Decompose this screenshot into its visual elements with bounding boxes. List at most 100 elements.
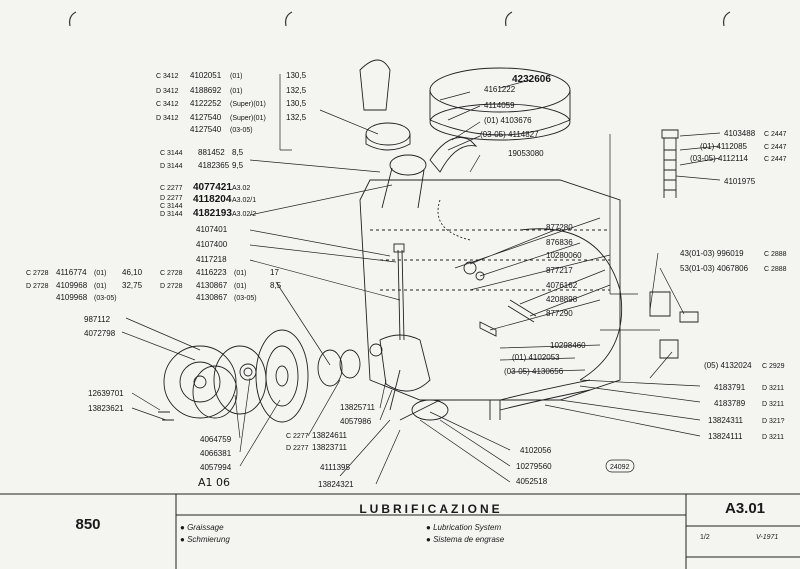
svg-text:4130867: 4130867 <box>196 293 228 302</box>
svg-text:130,5: 130,5 <box>286 99 307 108</box>
svg-text:4109968: 4109968 <box>56 281 88 290</box>
svg-text:4127540: 4127540 <box>190 125 222 134</box>
svg-text:C 3144: C 3144 <box>160 150 183 157</box>
svg-text:4066381: 4066381 <box>200 449 232 458</box>
svg-text:4188692: 4188692 <box>190 86 222 95</box>
svg-text:C 3144: C 3144 <box>160 203 183 210</box>
svg-text:17: 17 <box>270 268 279 277</box>
svg-text:4077421: 4077421 <box>193 182 232 193</box>
callouts-bottom-mid: 13825711 4057986 C 2277 13824611 D 2277 … <box>286 403 376 489</box>
svg-text:C 2277: C 2277 <box>286 433 309 440</box>
svg-text:13823711: 13823711 <box>312 443 348 452</box>
svg-text:4127540: 4127540 <box>190 113 222 122</box>
svg-text:D 3211: D 3211 <box>762 434 784 441</box>
callout-group-3144: C 3144 881452 8,5 D 3144 4182365 9,5 <box>160 148 244 170</box>
callout-group-2728: C 2728 4116774 (01) 46,10 D 2728 4109968… <box>26 268 282 302</box>
svg-text:4118204: 4118204 <box>193 194 232 205</box>
lang-en: ● Lubrication System <box>426 523 502 532</box>
svg-text:4183791: 4183791 <box>714 383 746 392</box>
svg-text:A1 06: A1 06 <box>198 476 230 489</box>
bullet-icon: ● <box>180 523 185 532</box>
svg-text:4101975: 4101975 <box>724 177 756 186</box>
svg-text:4107401: 4107401 <box>196 225 228 234</box>
svg-text:D 3412: D 3412 <box>156 88 179 95</box>
callouts-bottom-left: 4064759 4066381 4057994 A1 06 <box>198 435 232 489</box>
svg-text:4076162: 4076162 <box>546 281 578 290</box>
svg-text:A3.02/2: A3.02/2 <box>232 211 256 218</box>
sheet-date: V-1971 <box>756 534 779 541</box>
bullet-icon: ● <box>426 523 431 532</box>
svg-text:877290: 877290 <box>546 309 573 318</box>
svg-text:10279560: 10279560 <box>516 462 552 471</box>
svg-text:13824111: 13824111 <box>708 432 743 441</box>
svg-text:4117218: 4117218 <box>196 255 227 264</box>
svg-text:D 2728: D 2728 <box>160 283 183 290</box>
svg-text:4208898: 4208898 <box>546 295 578 304</box>
svg-text:D 321?: D 321? <box>762 418 785 425</box>
svg-text:C 3412: C 3412 <box>156 101 179 108</box>
svg-text:(03-05) 4112114: (03-05) 4112114 <box>690 154 749 163</box>
svg-text:876836: 876836 <box>546 238 573 247</box>
svg-text:(01) 4112085: (01) 4112085 <box>700 142 748 151</box>
svg-text:(03-05): (03-05) <box>230 127 253 134</box>
svg-text:(01): (01) <box>230 73 242 80</box>
svg-text:D 2277: D 2277 <box>160 195 183 202</box>
page-number: 1/2 <box>700 534 710 541</box>
svg-text:4057994: 4057994 <box>200 463 232 472</box>
svg-text:46,10: 46,10 <box>122 268 143 277</box>
svg-text:4102051: 4102051 <box>190 71 222 80</box>
svg-text:4116774: 4116774 <box>56 268 87 277</box>
svg-text:4072798: 4072798 <box>84 329 116 338</box>
svg-text:(Super)(01): (Super)(01) <box>230 101 266 108</box>
svg-text:10280060: 10280060 <box>546 251 582 260</box>
bullet-icon: ● <box>426 535 431 544</box>
svg-text:132,5: 132,5 <box>286 86 307 95</box>
svg-text:132,5: 132,5 <box>286 113 307 122</box>
svg-text:C 2447: C 2447 <box>764 131 787 138</box>
svg-text:4182193: 4182193 <box>193 208 232 219</box>
svg-text:(01): (01) <box>234 283 246 290</box>
svg-text:D 3144: D 3144 <box>160 211 183 218</box>
svg-text:4183789: 4183789 <box>714 399 746 408</box>
model-number: 850 <box>75 515 101 533</box>
svg-text:(01): (01) <box>234 270 246 277</box>
svg-text:4130867: 4130867 <box>196 281 228 290</box>
svg-text:4052518: 4052518 <box>516 477 548 486</box>
bullet-icon: ● <box>180 535 185 544</box>
svg-text:8,5: 8,5 <box>232 148 244 157</box>
callouts-top: 4232606 4161222 4114059 (01) 4103676 (03… <box>480 74 551 158</box>
svg-text:(01) 4102053: (01) 4102053 <box>512 353 560 362</box>
svg-text:4057986: 4057986 <box>340 417 372 426</box>
svg-text:13825711: 13825711 <box>340 403 376 412</box>
lang-de: ● Schmierung <box>180 535 230 544</box>
svg-text:D 3211: D 3211 <box>762 385 784 392</box>
svg-text:D 3144: D 3144 <box>160 163 183 170</box>
callout-stack: 4107401 4107400 4117218 <box>196 225 228 264</box>
svg-text:D 2277: D 2277 <box>286 445 309 452</box>
svg-text:32,75: 32,75 <box>122 281 143 290</box>
svg-text:(01) 4103676: (01) 4103676 <box>484 116 532 125</box>
lang-fr: ● Graissage <box>180 523 224 532</box>
callout-group-3412: C 3412 4102051 (01) 130,5 D 3412 4188692… <box>156 71 307 134</box>
leader-lines <box>121 74 721 485</box>
svg-text:4111395: 4111395 <box>320 463 351 472</box>
svg-text:(03-05): (03-05) <box>234 295 257 302</box>
lang-es: ● Sistema de engrase <box>426 535 505 544</box>
binder-holes <box>69 11 731 27</box>
svg-text:(01): (01) <box>230 88 242 95</box>
svg-text:C 2728: C 2728 <box>26 270 49 277</box>
svg-text:(01): (01) <box>94 283 106 290</box>
callout-group-2277: C 2277 4077421 A3.02 D 2277 4118204 A3.0… <box>160 182 256 219</box>
svg-text:C 2888: C 2888 <box>764 251 787 258</box>
svg-text:987112: 987112 <box>84 315 111 324</box>
svg-text:4103488: 4103488 <box>724 129 756 138</box>
svg-text:A3.02: A3.02 <box>232 185 250 192</box>
svg-text:877280: 877280 <box>546 223 573 232</box>
callouts-bottom-right: 4183791 D 3211 4183789 D 3211 13824311 D… <box>516 383 785 486</box>
svg-text:13824321: 13824321 <box>318 480 354 489</box>
svg-text:4182365: 4182365 <box>198 161 230 170</box>
callouts-mid-right: 877280 876836 10280060 877217 4076162 42… <box>504 223 787 376</box>
svg-text:4122252: 4122252 <box>190 99 222 108</box>
svg-text:4161222: 4161222 <box>484 85 516 94</box>
